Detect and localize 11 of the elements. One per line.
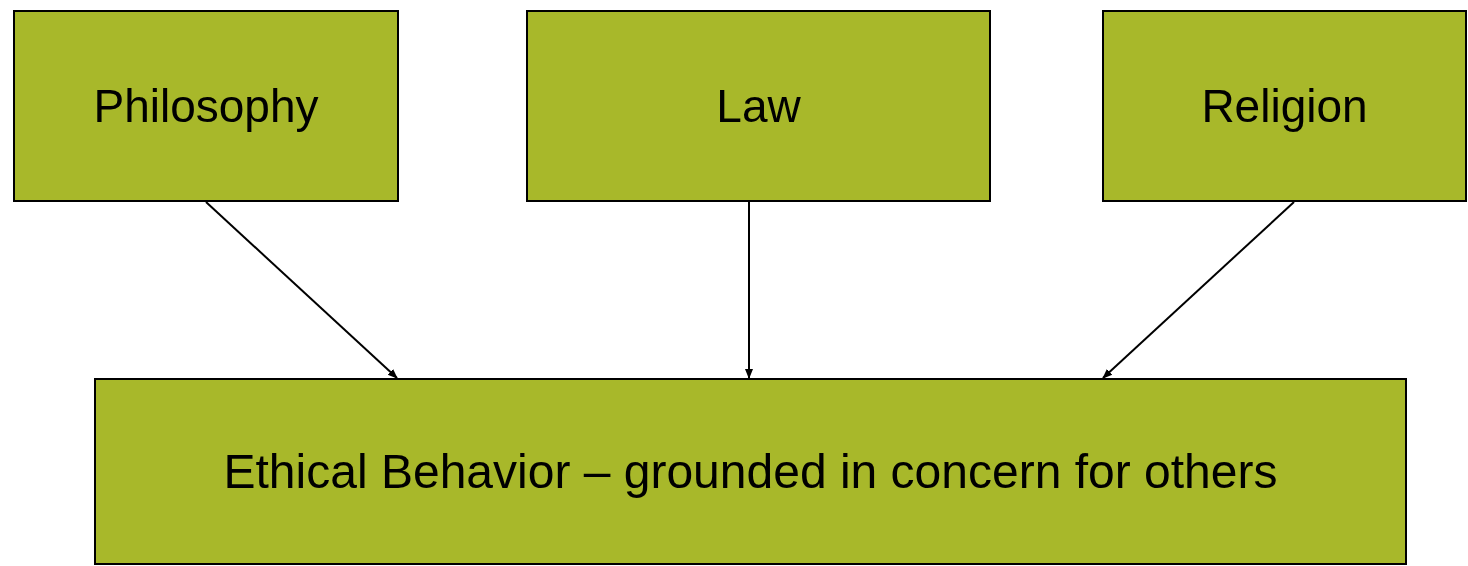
box-label: Religion <box>1201 78 1368 134</box>
arrow <box>1102 201 1295 379</box>
process-box <box>1102 10 1467 202</box>
process-box <box>526 10 991 202</box>
process-box <box>94 378 1407 565</box>
box-label: Ethical Behavior – grounded in concern for others <box>223 443 1278 500</box>
process-box <box>13 10 399 202</box>
box-label: Philosophy <box>93 78 319 134</box>
arrow <box>205 201 398 379</box>
arrow <box>745 201 753 379</box>
box-label: Law <box>716 78 801 134</box>
